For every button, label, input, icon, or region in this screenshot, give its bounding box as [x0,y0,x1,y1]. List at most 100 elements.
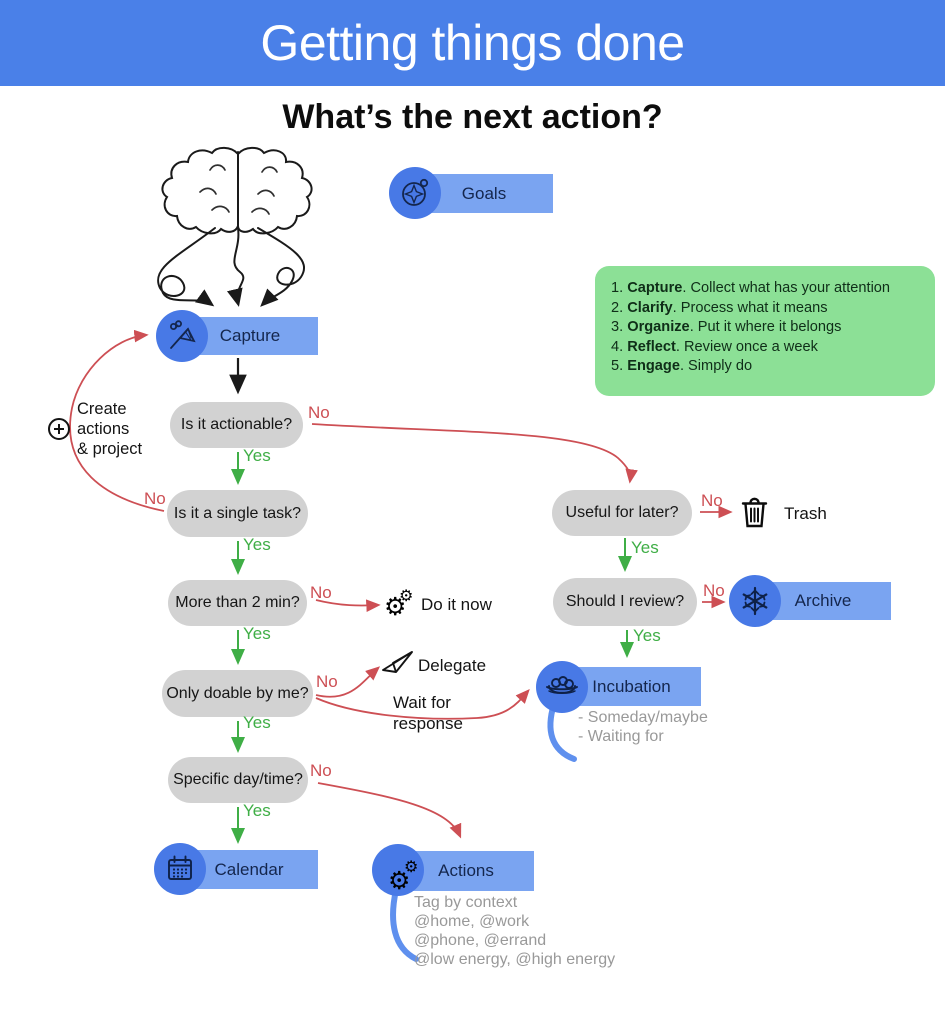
no-label: No [310,583,332,602]
nest-eggs-icon [546,676,578,694]
question-single-task: Is it a single task? [167,490,308,537]
question-review: Should I review? [553,578,697,626]
page-title: Getting things done [260,15,685,71]
calendar-badge-circle [154,843,206,895]
incubation-note-line: - Waiting for [578,728,664,745]
principle-name: Engage [627,358,680,375]
wait-for-response-label: Wait for response [393,692,463,734]
gear-glyph: ⚙ [384,593,407,621]
question-label: More than 2 min? [175,594,300,611]
trash-label: Trash [784,504,827,523]
principle-desc: . Review once a week [675,338,818,355]
gear-glyph: ⚙ [388,867,411,895]
gears-icon: ⚙ ⚙ [388,860,424,896]
question-day-time: Specific day/time? [168,757,308,803]
principle-number: 2. [611,299,628,316]
question-label: Should I review? [565,593,685,610]
brain-doodle-icon [161,146,313,235]
question-label: Is it a single task? [173,504,302,522]
principle-item: 2. Clarify. Process what it means [611,299,935,319]
actions-note-line: @low energy, @high energy [414,951,616,968]
question-label: Useful for later? [565,504,679,521]
archive-badge-circle [729,575,781,627]
capture-badge-circle [156,310,208,362]
principle-name: Clarify [627,299,673,316]
no-label: No [703,581,725,600]
principle-item: 4. Reflect. Review once a week [611,338,935,358]
question-two-min: More than 2 min? [168,580,307,626]
actions-note-line: Tag by context [414,894,518,911]
principle-desc: . Put it where it belongs [689,319,842,336]
create-note-line: Create [77,400,127,418]
question-label: Is it actionable? [180,416,293,433]
paper-plane-icon [382,651,413,673]
do-it-now-label: Do it now [421,595,492,614]
page-subtitle: What’s the next action? [282,98,663,136]
yes-label: Yes [633,626,661,645]
yes-label: Yes [243,446,271,465]
principle-item: 3. Organize. Put it where it belongs [611,318,935,338]
no-label: No [701,491,723,510]
gear-glyph: ⚙ [399,588,414,605]
question-label: Only doable by me? [166,684,309,702]
no-label: No [144,489,166,508]
thought-squiggles [157,227,306,307]
badge-label: Goals [461,183,507,203]
badge-label: Calendar [214,859,284,879]
question-actionable: Is it actionable? [170,402,303,448]
trash-icon [741,497,768,528]
incubation-notes: - Someday/maybe - Waiting for [578,708,708,746]
no-label: No [316,672,338,691]
yes-label: Yes [243,624,271,643]
principle-name: Organize [627,319,690,336]
header-banner: Getting things done [0,0,945,86]
yes-arrows [231,452,634,844]
create-actions-note: Create actions & project [77,399,142,459]
badge-label: Capture [219,326,281,345]
snowflake-icon [742,586,768,616]
yes-label: Yes [243,535,271,554]
incubation-badge-circle [536,661,588,713]
butterfly-net-icon [170,320,196,349]
wait-line: Wait for [393,693,451,712]
principle-number: 3. [611,319,628,336]
no-arrows [69,329,733,839]
principle-desc: . Collect what has your attention [682,280,891,296]
compass-icon [402,178,429,206]
create-note-line: actions [77,420,130,438]
yes-label: Yes [631,538,659,557]
actions-badge-circle: ⚙ ⚙ [372,844,424,896]
calendar-icon [168,855,192,880]
principle-desc: . Simply do [679,358,753,375]
yes-label: Yes [243,801,271,820]
actions-notes: Tag by context @home, @work @phone, @err… [414,893,615,969]
no-label: No [308,403,330,422]
principle-item: 1. Capture. Collect what has your attent… [611,279,935,299]
principle-number: 1. [611,280,628,296]
yes-label: Yes [243,713,271,732]
principle-number: 5. [611,358,628,375]
wait-line: response [393,714,463,733]
principle-desc: . Process what it means [672,299,828,316]
principle-name: Capture [627,280,683,296]
principles-box: 1. Capture. Collect what has your attent… [595,266,935,396]
principle-item: 5. Engage. Simply do [611,357,935,377]
question-label: Specific day/time? [173,771,303,788]
delegate-label: Delegate [418,656,487,675]
badge-label: Archive [794,591,852,610]
goals-badge-circle [389,167,441,219]
no-label: No [310,761,332,780]
question-useful: Useful for later? [552,490,692,536]
badge-label: Incubation [592,676,671,696]
actions-note-line: @home, @work [414,913,530,930]
incubation-note-line: - Someday/maybe [578,709,708,726]
badge-label: Actions [438,861,494,880]
principle-name: Reflect [627,338,676,355]
principle-number: 4. [611,338,628,355]
gears-icon: ⚙ ⚙ [384,589,418,621]
actions-note-line: @phone, @errand [414,932,547,949]
create-note-line: & project [77,440,143,458]
question-doable: Only doable by me? [162,670,313,717]
